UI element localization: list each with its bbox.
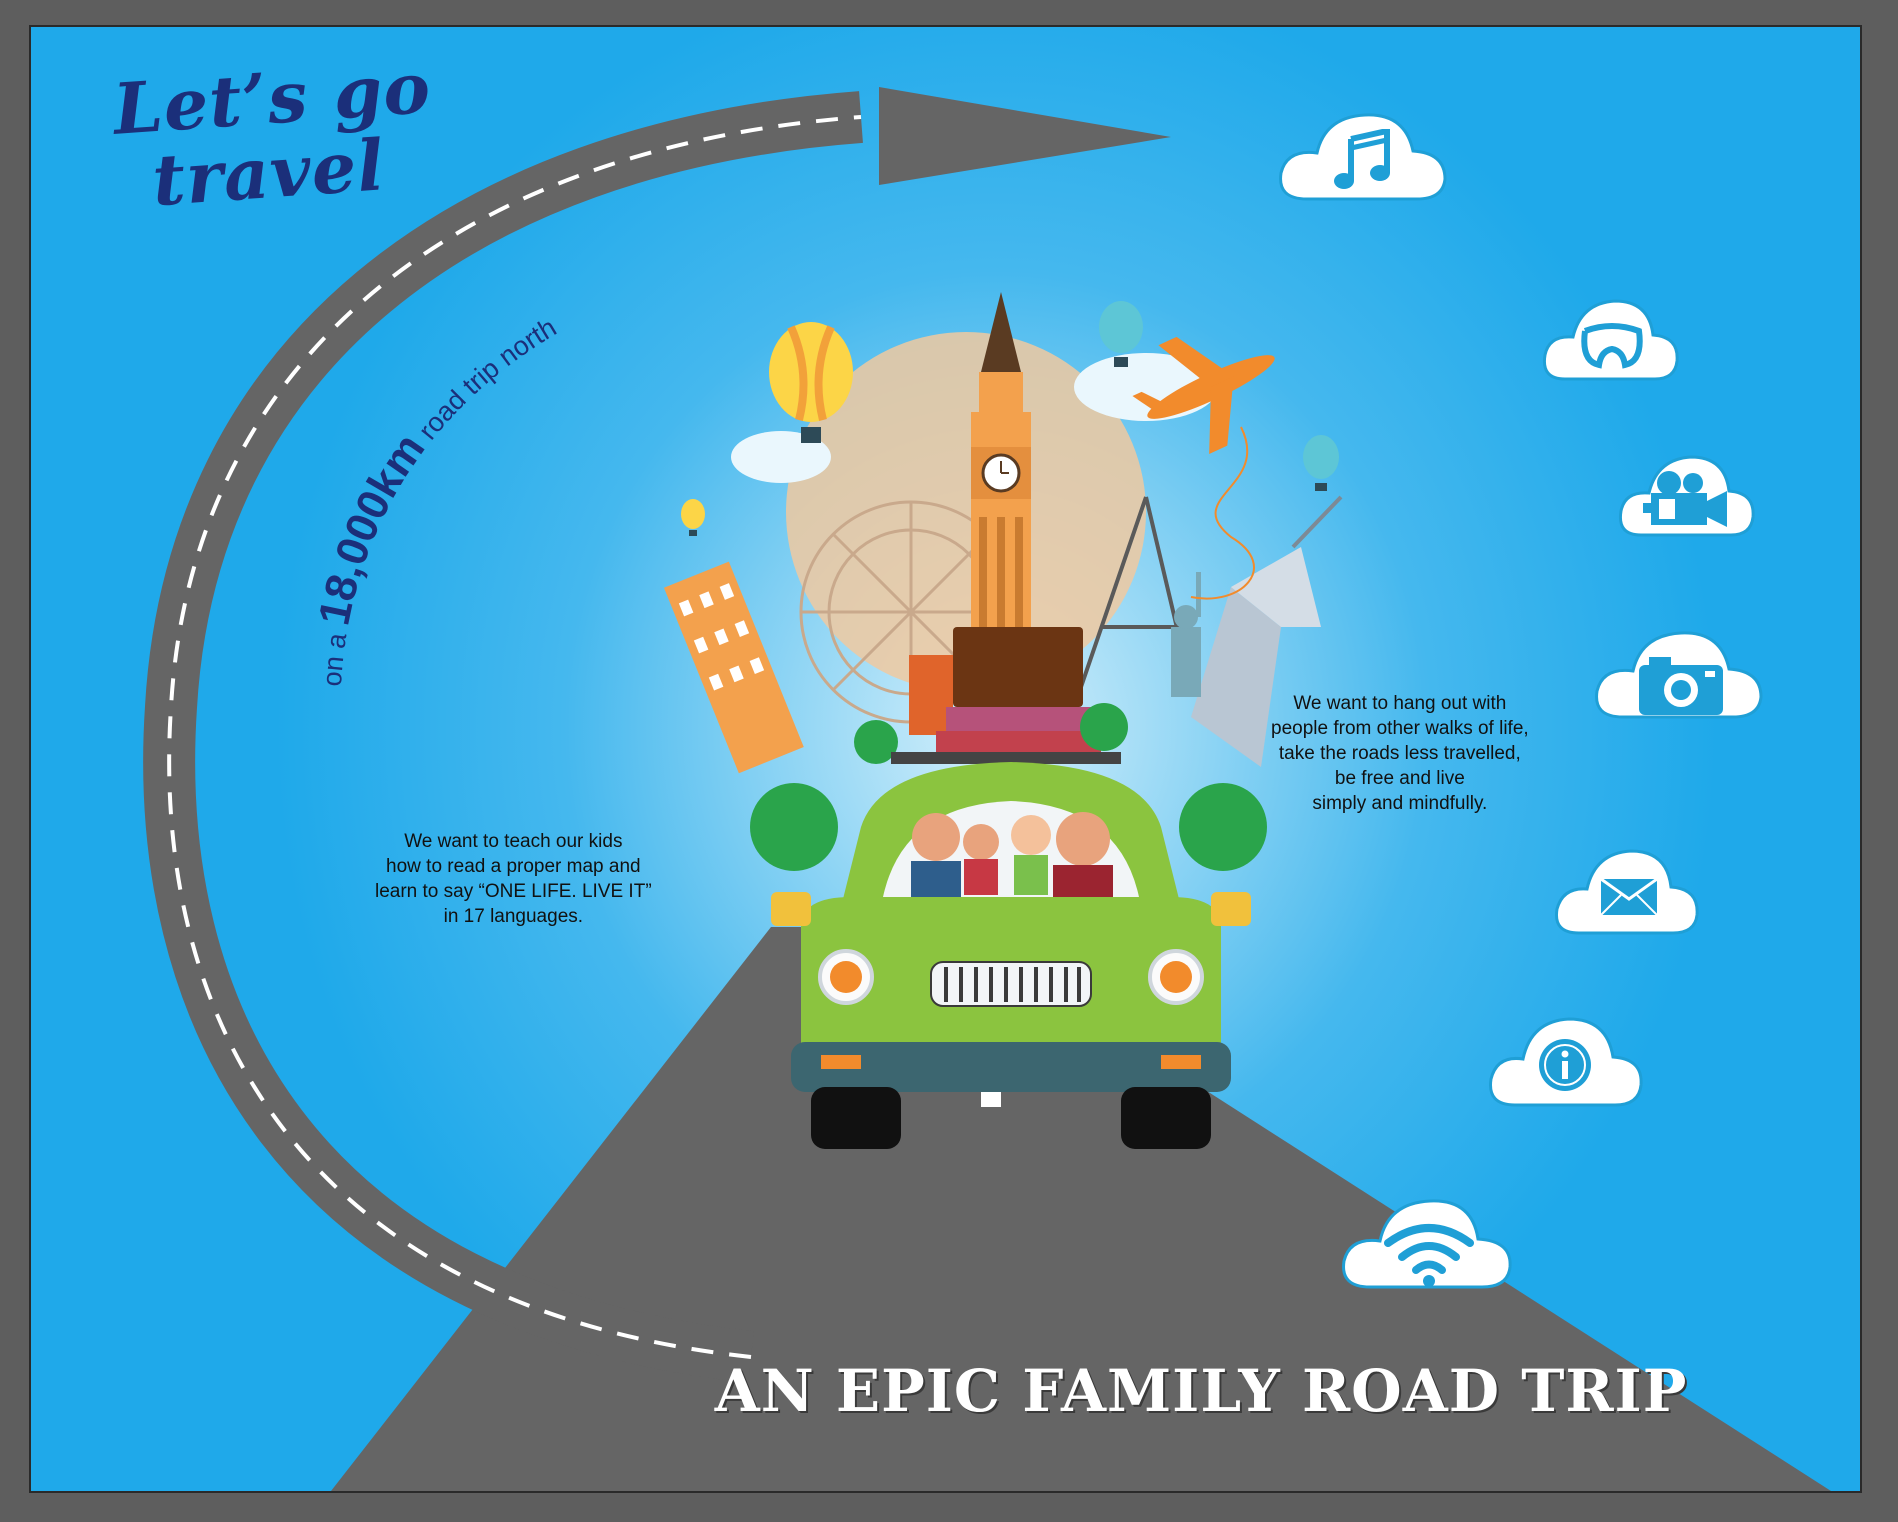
travel-illustration [663, 292, 1343, 1149]
cloud-button-video[interactable] [1617, 445, 1757, 545]
left-blurb-line: in 17 languages. [443, 906, 584, 927]
balloon-large [769, 322, 853, 443]
photo-camera-icon [1639, 657, 1723, 715]
cloud-button-phone[interactable] [1541, 289, 1681, 389]
road-arrow-head [879, 87, 1171, 185]
left-blurb-line: We want to teach our kids [404, 831, 623, 852]
cloud-button-mail[interactable] [1553, 839, 1701, 943]
cloud-button-music[interactable] [1277, 99, 1449, 209]
right-blurb-line: take the roads less travelled, [1278, 743, 1521, 764]
trees [750, 703, 1267, 871]
left-blurb: We want to teach our kids how to read a … [375, 829, 652, 929]
statue-of-liberty [1171, 572, 1201, 697]
airplane [1132, 336, 1275, 455]
left-blurb-line: learn to say “ONE LIFE. LIVE IT” [375, 881, 652, 902]
leaning-tower [663, 561, 804, 774]
cloud-button-wifi[interactable] [1340, 1185, 1516, 1297]
phone-icon [1581, 323, 1643, 369]
mail-icon [1600, 877, 1658, 916]
big-ben [971, 292, 1031, 662]
wifi-icon [1384, 1224, 1474, 1287]
balloon-teal-top [1099, 301, 1143, 367]
balloon-yellow-tiny [681, 499, 705, 536]
scene-background [143, 87, 1831, 1491]
right-blurb-line: people from other walks of life, [1271, 718, 1529, 739]
music-note-icon [1334, 129, 1390, 189]
poster-title: Let’s go travel [111, 46, 438, 222]
video-camera-icon [1643, 471, 1727, 527]
right-blurb: We want to hang out with people from oth… [1271, 691, 1529, 816]
arc-prefix: on a [317, 623, 354, 687]
balloon-teal-small [1303, 435, 1339, 491]
arc-caption: on a 18,000km road trip north [309, 312, 561, 687]
luggage [909, 627, 1101, 757]
sun-disc [786, 332, 1146, 692]
cloud-button-info[interactable] [1487, 1007, 1645, 1115]
right-blurb-line: We want to hang out with [1293, 693, 1507, 714]
headline: AN EPIC FAMILY ROAD TRIP [714, 1357, 1688, 1425]
skyscraper [1191, 495, 1343, 767]
green-car [771, 752, 1251, 1149]
right-blurb-line: simply and mindfully. [1312, 793, 1488, 814]
cloud-button-camera[interactable] [1593, 617, 1765, 727]
left-blurb-line: how to read a proper map and [386, 856, 641, 877]
poster: on a 18,000km road trip north [29, 25, 1862, 1493]
info-icon [1539, 1039, 1591, 1091]
curved-road [143, 91, 863, 1383]
right-blurb-line: be free and live [1334, 768, 1465, 789]
